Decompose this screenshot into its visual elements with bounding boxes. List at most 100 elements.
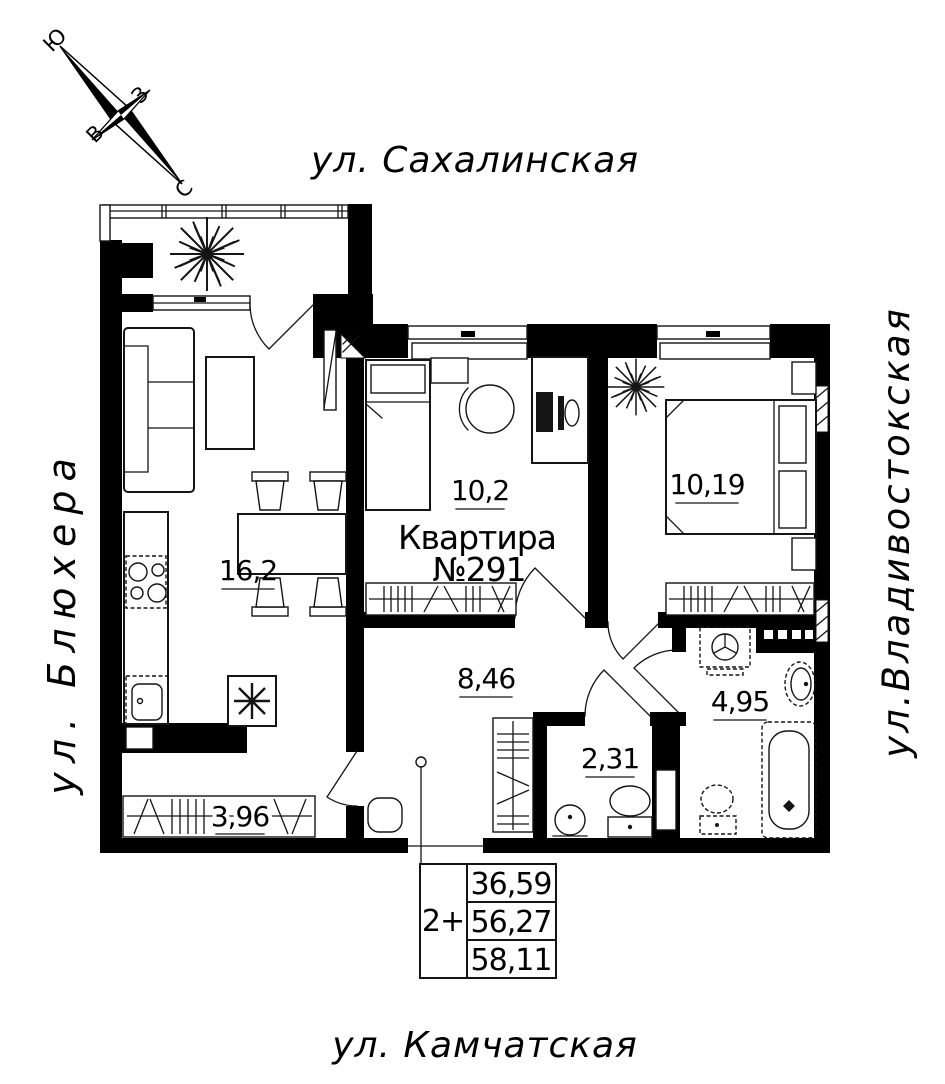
wall-bath-left (672, 628, 686, 652)
washing-machine (699, 626, 751, 676)
wall-stub (346, 806, 364, 838)
coffee-table (205, 356, 255, 450)
wall-balcony-pier (348, 204, 372, 296)
wall-bottom-right (483, 838, 830, 853)
office-chair (458, 384, 515, 434)
wall-top (770, 324, 816, 358)
desk (531, 356, 589, 464)
vent-shaft-cell (792, 630, 801, 639)
window-tick (194, 297, 206, 302)
door-balcony (249, 304, 314, 350)
wc-toilet (607, 785, 653, 838)
door-bedroom-main (607, 621, 661, 660)
compass-rose: Ю З В С (38, 23, 197, 202)
monitor (558, 396, 564, 430)
door-bathroom (633, 649, 679, 713)
bathroom-room (699, 626, 817, 839)
spec-table-type: 2+ (422, 904, 464, 939)
spec-table-area: 56,27 (471, 905, 552, 940)
compass-star-black-half (118, 90, 150, 115)
wall-hall-top (364, 612, 515, 628)
shelf (430, 357, 469, 384)
wall-wc-top (650, 712, 686, 726)
spec-table-total-area: 58,11 (471, 943, 552, 978)
room-label-living: 16,2 (219, 554, 277, 587)
dining-table (237, 513, 347, 575)
bedroom-main-room (607, 358, 817, 616)
chair (309, 471, 347, 511)
closet (122, 795, 316, 838)
balcony (170, 217, 244, 291)
compass-star-black-half (92, 115, 124, 140)
wall-left-exterior (100, 240, 122, 838)
hall-wardrobe (492, 717, 534, 833)
bathroom-toilet (699, 784, 737, 835)
single-bed (365, 359, 431, 511)
nightstand (791, 537, 817, 571)
wall-right-exterior (814, 324, 830, 838)
compass-needle-black-half (60, 46, 121, 122)
vent-shaft-cell (805, 630, 813, 639)
leader-marker (415, 756, 427, 768)
chair (251, 471, 289, 511)
window-sill (411, 342, 528, 360)
spec-table: 2+ 36,59 56,27 58,11 (419, 863, 557, 979)
monitor-base (564, 399, 580, 427)
wc-sink (552, 804, 588, 837)
wall-top (527, 324, 657, 358)
wardrobe (665, 582, 815, 616)
sofa (123, 327, 195, 493)
plant-icon (170, 217, 244, 291)
mirror (323, 329, 337, 411)
room-label-bathroom: 4,95 (711, 685, 769, 718)
street-label-left: ул. Блюхера (40, 449, 84, 796)
nightstand (791, 361, 817, 395)
compass-label-north: С (170, 175, 197, 202)
wall-hall-top (585, 612, 608, 628)
window-sill (659, 342, 771, 360)
wall-bottom-left (100, 838, 408, 853)
room-labels: 16,2 10,2 10,19 8,46 2,31 4,95 3,96 Квар… (207, 468, 770, 837)
apartment-title: Квартира (398, 518, 556, 557)
bathroom-sink (784, 661, 816, 707)
door-kitchen-hall (326, 750, 358, 807)
room-label-wc: 2,31 (581, 742, 639, 775)
vent-shaft-cell (764, 630, 773, 639)
compass-label-east: В (81, 120, 108, 147)
entry-zone (122, 795, 403, 838)
room-label-bedroom-small: 10,2 (451, 474, 509, 507)
street-label-bottom: ул. Камчатская (331, 1025, 638, 1066)
walls (100, 204, 830, 853)
wall-wc-top (547, 712, 585, 726)
hall-room (492, 717, 534, 833)
window-tick (706, 331, 720, 337)
wall-living-divider (346, 312, 364, 752)
spec-table-living-area: 36,59 (471, 867, 552, 902)
vent-shaft-cell (778, 630, 787, 639)
wall-hall-top (658, 612, 814, 628)
bedroom-small-room (365, 356, 589, 616)
spec-table-cell (466, 901, 557, 941)
kitchen-sink (125, 675, 169, 725)
door-wc (584, 669, 651, 717)
windows (99, 204, 771, 360)
compass-needle-black-half (121, 108, 182, 184)
chair (309, 577, 347, 617)
wall-rooms-divider (588, 358, 608, 628)
wall-balcony-sill (122, 294, 153, 312)
apartment-number: №291 (432, 550, 525, 589)
wc-room (552, 785, 653, 838)
street-label-top: ул. Сахалинская (310, 140, 639, 181)
living-kitchen-room (123, 327, 347, 727)
pouf (367, 797, 403, 833)
fridge (227, 675, 277, 727)
spec-table-cell (466, 863, 557, 903)
wall-niche (655, 769, 677, 831)
stove (125, 555, 167, 609)
wall-pier (122, 243, 153, 278)
room-label-closet: 3,96 (211, 800, 270, 833)
spec-table-cell (466, 939, 557, 979)
room-label-bedroom-main: 10,19 (669, 468, 744, 501)
